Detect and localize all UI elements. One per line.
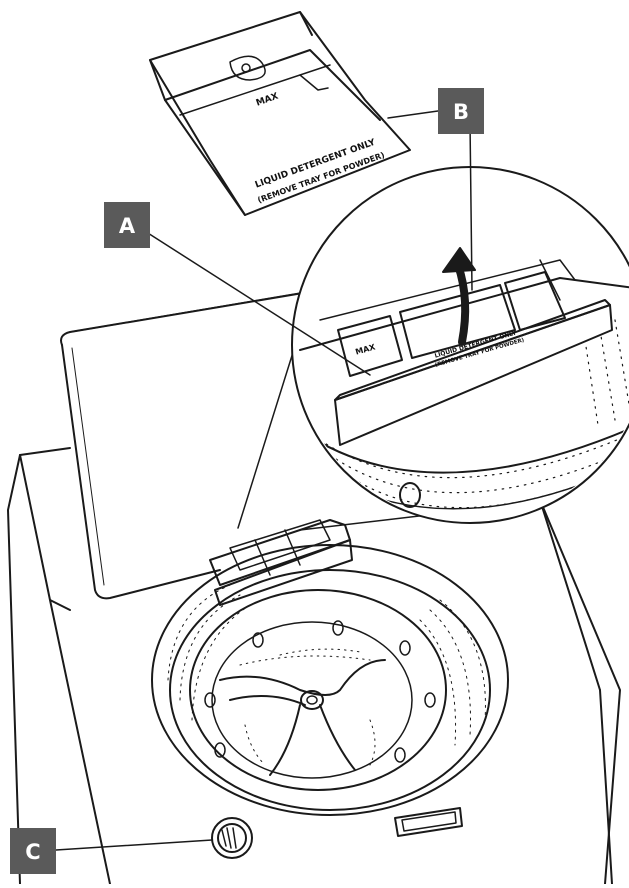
lift-arrow-head (442, 247, 476, 273)
callout-b: B (438, 88, 484, 134)
washer-handle (394, 807, 463, 837)
washer-tub (151, 544, 509, 816)
callout-b-label: B (453, 100, 469, 124)
washer-fill-knob (211, 817, 253, 859)
callout-c-label: C (25, 840, 40, 864)
basket-rim-holes (204, 620, 436, 763)
washer-dispenser (209, 519, 353, 606)
impeller-dimples (239, 648, 376, 766)
callout-c: C (10, 828, 56, 874)
washer-cabinet (7, 447, 621, 885)
washer-impeller (219, 648, 386, 776)
magnified-inset: MAX LIQUID DETERGENT ONLY (REMOVE TRAY F… (291, 166, 629, 524)
removed-detergent-tray: MAX LIQUID DETERGENT ONLY (REMOVE TRAY F… (149, 11, 411, 216)
callout-a: A (104, 202, 150, 248)
callout-leaders (55, 109, 473, 851)
tray-max-label: MAX (255, 91, 280, 108)
callout-a-label: A (119, 214, 136, 238)
